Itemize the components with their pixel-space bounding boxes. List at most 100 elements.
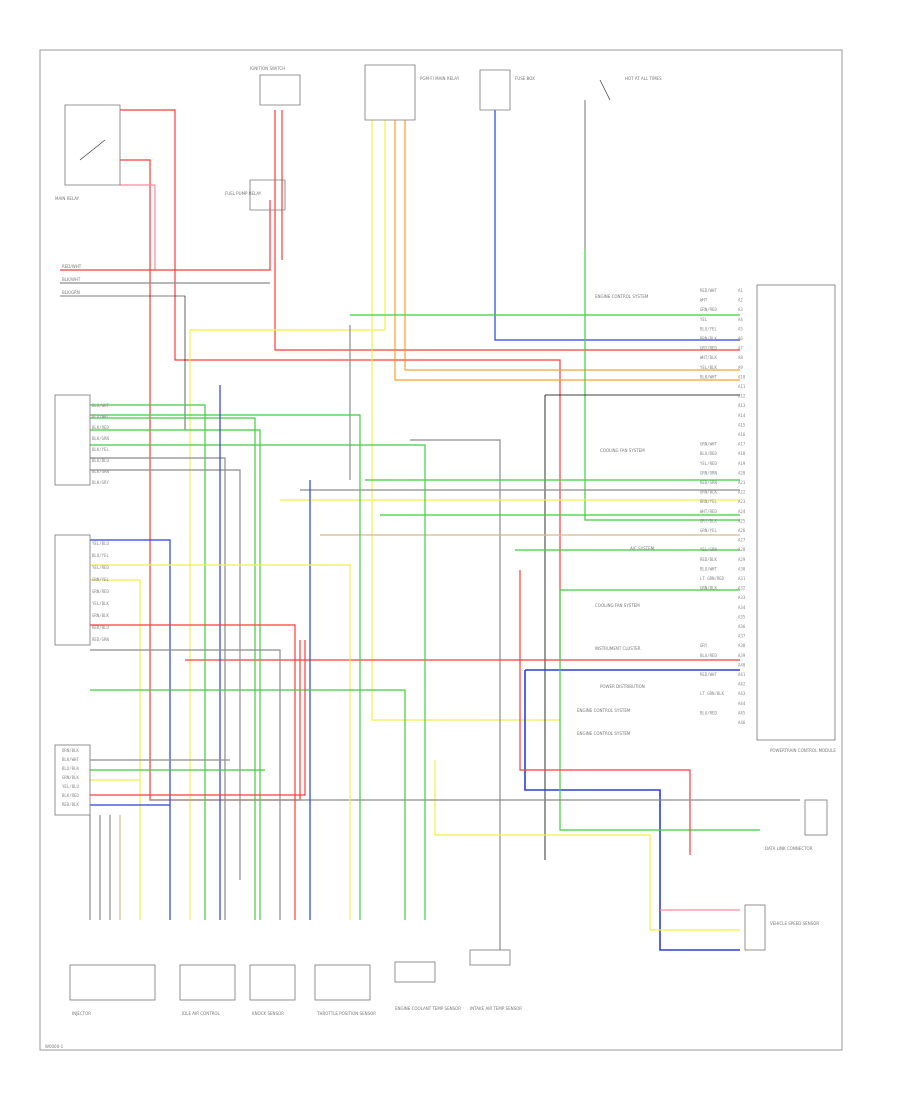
pcm-pin-label: A23 (738, 499, 746, 504)
pcm-wire-label: GRN/ORN (700, 470, 717, 475)
wire-red-top-bus (60, 200, 271, 271)
left-a-wire-8: BLK/GRY (92, 480, 109, 485)
wire-green-harness-4 (90, 414, 361, 920)
vss-label: VEHICLE SPEED SENSOR (770, 921, 819, 926)
top-wire-label-3: BLK/GRN (62, 290, 80, 295)
relay-switch-arm (79, 139, 106, 161)
left-connector-c: ORN/BLK BLK/WHT BLU/BLK GRN/BLK YEL/BLU … (54, 744, 91, 816)
left-c-wire-7: RED/BLK (62, 802, 79, 807)
wire-blue-pcm-bus (524, 669, 740, 951)
pcm-pin-label: A7 (738, 346, 743, 351)
hot-at-all-times-label: HOT AT ALL TIMES (625, 76, 662, 81)
pcm-pin-label: A31 (738, 576, 746, 581)
pgm-fi-relay-block: PGM-FI MAIN RELAY (364, 64, 460, 121)
pcm-wire-label: GRN/BLK (700, 586, 717, 591)
sys-ref-6: POWER DISTRIBUTION (600, 684, 645, 689)
component-label-6: INTAKE AIR TEMP SENSOR (470, 1006, 522, 1011)
wire-green-harness-1 (90, 404, 206, 920)
pcm-pin-label: A28 (738, 547, 746, 552)
pcm-pin-label: A6 (738, 336, 743, 341)
bottom-components: INJECTOR IDLE AIR CONTROL KNOCK SENSOR T… (69, 949, 522, 1016)
left-b-wire-8: RED/BLU (92, 625, 109, 630)
pcm-wire-label: YEL/RED (700, 461, 717, 466)
pcm-wire-label: GRN/YEL (700, 528, 717, 533)
pcm-wire-label: LT GRN/BLK (700, 691, 725, 696)
dlc-label: DATA LINK CONNECTOR (765, 846, 813, 851)
relay-top-left-label: MAIN RELAY (55, 196, 80, 201)
pcm-pin-label: A19 (738, 461, 746, 466)
pcm-wire-label: RED/WHT (700, 288, 717, 293)
sys-ref-4: COOLING FAN SYSTEM (595, 603, 640, 608)
pcm-pin-label: A29 (738, 557, 746, 562)
wire-pink-relay (120, 184, 156, 270)
left-c-wire-1: ORN/BLK (62, 748, 79, 753)
left-b-wire-1: YEL/BLU (92, 541, 109, 546)
component-label-4: THROTTLE POSITION SENSOR (316, 1011, 376, 1016)
wire-green-harness-6 (90, 689, 406, 920)
pcm-pin-label: A38 (738, 643, 746, 648)
pgm-fi-relay-label: PGM-FI MAIN RELAY (420, 76, 460, 81)
wire-gray-left-bus (89, 815, 111, 920)
pcm-pin-label: A35 (738, 614, 746, 619)
sys-ref-3: A/C SYSTEM (630, 546, 655, 551)
sys-ref-2: COOLING FAN SYSTEM (600, 448, 645, 453)
wire-red-pcm-2 (519, 570, 691, 855)
pcm-label: POWERTRAIN CONTROL MODULE (770, 748, 836, 753)
wire-green-harness-5 (90, 444, 426, 920)
system-references: ENGINE CONTROL SYSTEM COOLING FAN SYSTEM… (577, 294, 655, 736)
pcm-pin-label: A9 (738, 365, 743, 370)
pcm-pin-label: A16 (738, 432, 746, 437)
left-b-wire-4: GRN/YEL (92, 577, 109, 582)
pcm-pin-label: A12 (738, 394, 746, 399)
wire-red-harness-1 (90, 624, 296, 920)
wire-yellow-harness-2 (90, 579, 141, 920)
component-label-2: IDLE AIR CONTROL (182, 1011, 221, 1016)
pcm-wire-label: WHT (700, 298, 708, 303)
left-b-wire-6: YEL/BLK (92, 601, 109, 606)
pcm-pin-label: A33 (738, 595, 746, 600)
pcm-wire-label: YEL/BLK (700, 365, 717, 370)
pcm-pin-label: A18 (738, 451, 746, 456)
pcm-wire-label: RED/WHT (700, 672, 717, 677)
pcm-pin-label: A42 (738, 682, 746, 687)
wire-yellow-pgm (371, 120, 560, 721)
left-a-wire-4: BLK/GRN (92, 436, 109, 441)
pcm-pin-label: A4 (738, 317, 743, 322)
top-left-wire-labels: RED/WHT BLK/WHT BLK/GRN (62, 264, 82, 295)
pcm-wire-label: RED/GRN (700, 480, 717, 485)
sys-ref-5: INSTRUMENT CLUSTER (595, 646, 641, 651)
left-a-wire-2: BLU/WHT (92, 414, 109, 419)
pcm-pin-label: A20 (738, 470, 746, 475)
wire-black-top-bus (60, 295, 186, 430)
pcm-pin-label: A43 (738, 691, 746, 696)
wire-green-harness-3 (90, 429, 261, 920)
wire-orange-pgm-2 (404, 120, 740, 371)
pcm-pin-label: A1 (738, 288, 743, 293)
pcm-wire-label: BLK/WHT (700, 374, 717, 379)
pcm-pin-label: A45 (738, 710, 746, 715)
pcm-wire-label: WHT/RED (700, 509, 717, 514)
top-wire-label-1: RED/WHT (62, 264, 82, 269)
pcm-pin-label: A39 (738, 653, 746, 658)
ignition-switch-label: IGNITION SWITCH (250, 66, 285, 71)
pcm-wire-label: BLU/YEL (700, 326, 717, 331)
wire-green-pcm-5 (559, 589, 760, 831)
left-c-wire-6: BLK/RED (62, 793, 79, 798)
wire-blue-harness-2 (90, 539, 171, 920)
pcm-pin-label: A26 (738, 528, 746, 533)
pcm-pin-label: A14 (738, 413, 746, 418)
sys-ref-8: ENGINE CONTROL SYSTEM (577, 731, 631, 736)
pcm-wire-label: BLU/RED (700, 710, 717, 715)
pcm-pin-label: A15 (738, 422, 746, 427)
pcm-pin-label: A44 (738, 701, 746, 706)
left-connector-b: YEL/BLU BLU/YEL YEL/RED GRN/YEL GRN/RED … (54, 534, 109, 646)
pcm-pin-label: A17 (738, 442, 746, 447)
pcm-wire-label: RED/BLK (700, 557, 717, 562)
pcm-pin-label: A36 (738, 624, 746, 629)
left-b-wire-9: RED/GRN (92, 637, 109, 642)
pcm-pin-label: A41 (738, 672, 746, 677)
hot-at-all-times-block: HOT AT ALL TIMES (599, 76, 662, 101)
data-link-connector: DATA LINK CONNECTOR (765, 799, 828, 851)
